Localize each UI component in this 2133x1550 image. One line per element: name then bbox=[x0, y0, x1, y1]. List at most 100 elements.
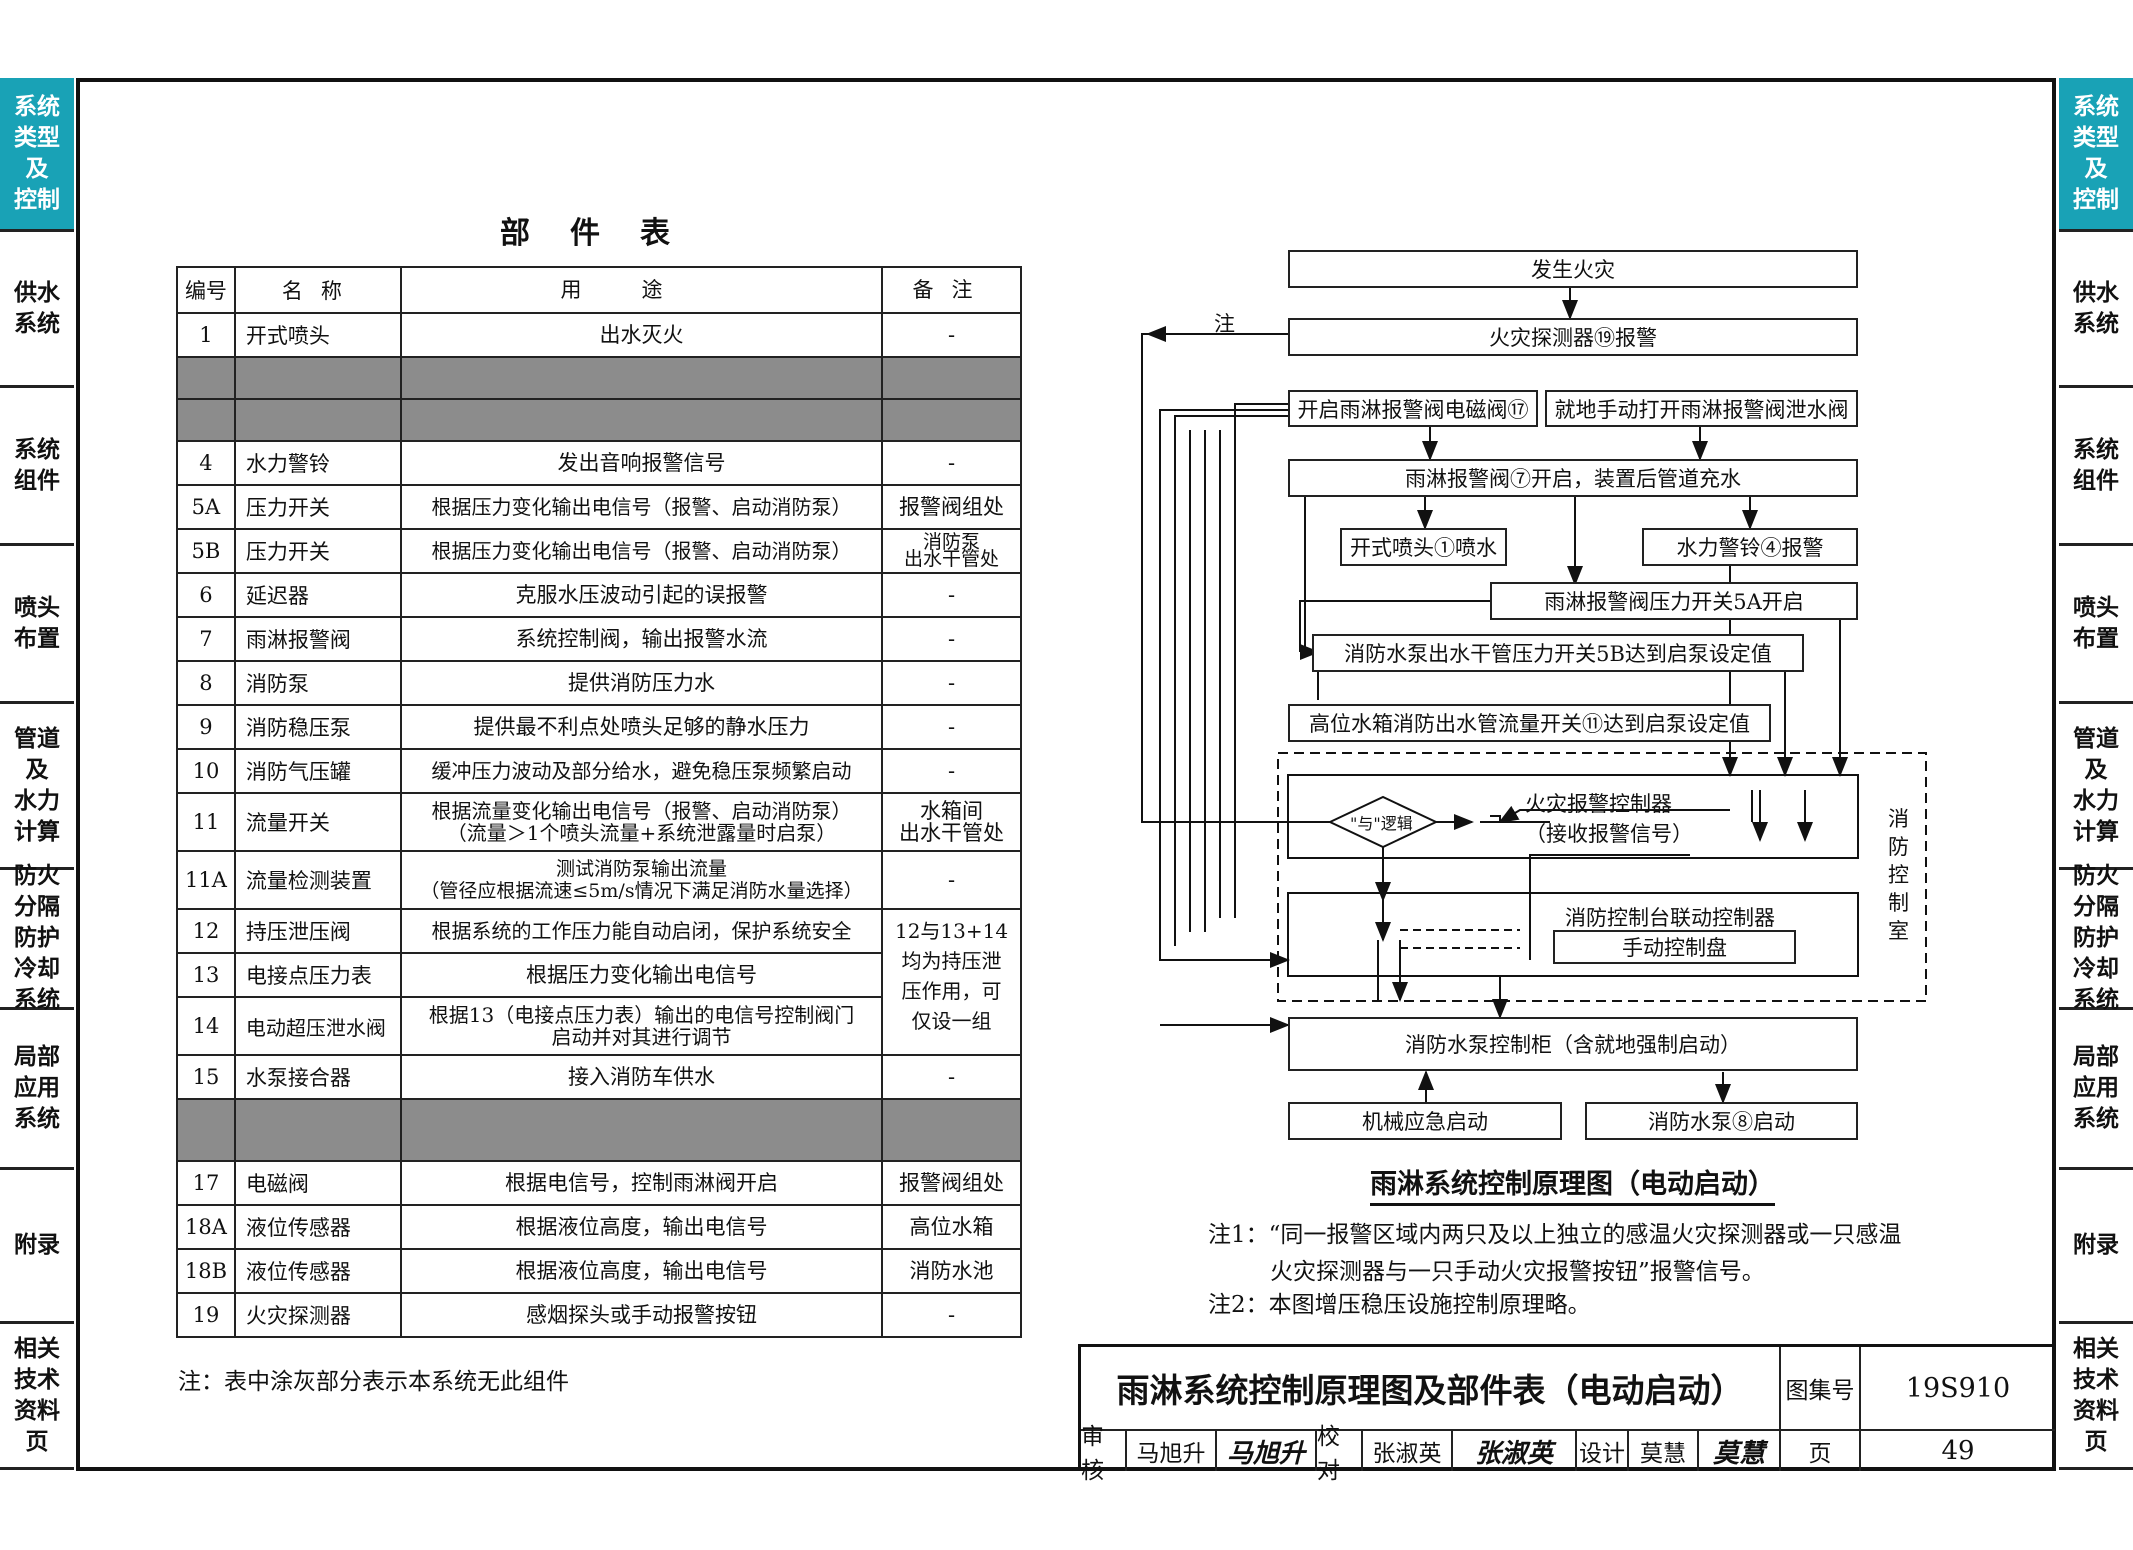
table-cell: 19 bbox=[176, 1292, 236, 1338]
tab-components[interactable]: 系统 组件 bbox=[2059, 388, 2133, 546]
table-cell bbox=[881, 1098, 1022, 1162]
table-cell: 18A bbox=[176, 1204, 236, 1250]
box-solenoid: 开启雨淋报警阀电磁阀⑰ bbox=[1288, 390, 1538, 427]
page-label: 页 bbox=[1781, 1431, 1861, 1471]
table-cell: 水泵接合器 bbox=[233, 1054, 402, 1100]
tab-fire-separation[interactable]: 防火 分隔 防护 冷却 系统 bbox=[0, 863, 74, 1013]
table-cell: - bbox=[881, 572, 1022, 618]
checker-name: 张淑英 bbox=[1363, 1431, 1453, 1471]
table-cell bbox=[399, 1098, 884, 1162]
table-cell: 液位传感器 bbox=[233, 1248, 402, 1294]
tab-appendix[interactable]: 附录 bbox=[0, 1170, 74, 1324]
tab-related-pages[interactable]: 相关 技术 资料 页 bbox=[0, 1324, 74, 1470]
table-cell: 液位传感器 bbox=[233, 1204, 402, 1250]
table-cell: 高位水箱 bbox=[881, 1204, 1022, 1250]
box-flow-switch-11: 高位水箱消防出水管流量开关⑪达到启泵设定值 bbox=[1288, 704, 1771, 742]
table-cell: 9 bbox=[176, 704, 236, 750]
tab-sprinkler-layout[interactable]: 喷头 布置 bbox=[0, 546, 74, 704]
tab-system-type[interactable]: 系统 类型 及 控制 bbox=[0, 78, 74, 232]
drawing-title: 雨淋系统控制原理图及部件表（电动启动） bbox=[1081, 1347, 1781, 1431]
box-pressure-switch-5a: 雨淋报警阀压力开关5A开启 bbox=[1490, 582, 1858, 620]
tab-components[interactable]: 系统 组件 bbox=[0, 388, 74, 546]
tab-related-pages[interactable]: 相关 技术 资料 页 bbox=[2059, 1324, 2133, 1470]
table-row-absent bbox=[176, 1098, 1022, 1162]
fire-alarm-controller-sub: （接收报警信号） bbox=[1525, 822, 1693, 846]
table-cell bbox=[881, 398, 1022, 442]
table-cell: 电磁阀 bbox=[233, 1160, 402, 1206]
table-cell: 13 bbox=[176, 952, 236, 998]
and-logic-label: "与"逻辑 bbox=[1350, 814, 1413, 833]
table-cell: 根据液位高度，输出电信号 bbox=[399, 1204, 884, 1250]
drawing-frame bbox=[76, 78, 2056, 1471]
table-cell: 测试消防泵输出流量 （管径应根据流速≤5m/s情况下满足消防水量选择） bbox=[399, 850, 884, 910]
table-cell: - bbox=[881, 312, 1022, 358]
tab-pipes-hydraulics[interactable]: 管道 及 水力 计算 bbox=[0, 704, 74, 870]
table-row-absent bbox=[176, 356, 1022, 400]
table-cell: 根据压力变化输出电信号（报警、启动消防泵） bbox=[399, 484, 884, 530]
table-cell bbox=[233, 356, 402, 400]
tab-system-type[interactable]: 系统 类型 及 控制 bbox=[2059, 78, 2133, 232]
table-cell bbox=[233, 1098, 402, 1162]
table-cell: 火灾探测器 bbox=[233, 1292, 402, 1338]
table-cell: 1 bbox=[176, 312, 236, 358]
tab-local-application[interactable]: 局部 应用 系统 bbox=[0, 1010, 74, 1170]
tab-fire-separation[interactable]: 防火 分隔 防护 冷却 系统 bbox=[2059, 863, 2133, 1013]
control-room-label: 消 防 控 制 室 bbox=[1888, 807, 1909, 943]
tab-local-application[interactable]: 局部 应用 系统 bbox=[2059, 1010, 2133, 1170]
box-pressure-switch-5b: 消防水泵出水干管压力开关5B达到启泵设定值 bbox=[1312, 634, 1804, 672]
diagram-note-1: 注1：“同一报警区域内两只及以上独立的感温火灾探测器或一只感温 bbox=[1208, 1222, 1902, 1248]
parts-table-title: 部件表 bbox=[500, 216, 710, 251]
table-cell: 18B bbox=[176, 1248, 236, 1294]
table-cell: 根据压力变化输出电信号（报警、启动消防泵） bbox=[399, 528, 884, 574]
table-note: 注：表中涂灰部分表示本系统无此组件 bbox=[178, 1369, 569, 1395]
tab-sprinkler-layout[interactable]: 喷头 布置 bbox=[2059, 546, 2133, 704]
table-cell: 根据液位高度，输出电信号 bbox=[399, 1248, 884, 1294]
tab-pipes-hydraulics[interactable]: 管道 及 水力 计算 bbox=[2059, 704, 2133, 870]
header-no: 编号 bbox=[176, 266, 236, 314]
table-cell: 10 bbox=[176, 748, 236, 794]
table-cell: 雨淋报警阀 bbox=[233, 616, 402, 662]
table-cell: 流量开关 bbox=[233, 792, 402, 852]
note-marker: 注 bbox=[1214, 312, 1235, 336]
table-cell: 报警阀组处 bbox=[881, 1160, 1022, 1206]
fire-alarm-controller-label: 火灾报警控制器 bbox=[1525, 792, 1672, 816]
atlas-label: 图集号 bbox=[1781, 1347, 1861, 1431]
design-label: 设计 bbox=[1577, 1431, 1629, 1471]
tab-appendix[interactable]: 附录 bbox=[2059, 1170, 2133, 1324]
table-cell: - bbox=[881, 616, 1022, 662]
table-cell: 水力警铃 bbox=[233, 440, 402, 486]
table-cell: 根据流量变化输出电信号（报警、启动消防泵） （流量＞1个喷头流量+系统泄露量时启… bbox=[399, 792, 884, 852]
box-mechanical-start: 机械应急启动 bbox=[1288, 1102, 1562, 1140]
box-pump-cabinet: 消防水泵控制柜（含就地强制启动） bbox=[1288, 1017, 1858, 1071]
tab-water-supply[interactable]: 供水 系统 bbox=[2059, 232, 2133, 388]
box-deluge-valve: 雨淋报警阀⑦开启，装置后管道充水 bbox=[1288, 459, 1858, 497]
tab-water-supply[interactable]: 供水 系统 bbox=[0, 232, 74, 388]
table-cell: 6 bbox=[176, 572, 236, 618]
table-cell: 消防稳压泵 bbox=[233, 704, 402, 750]
table-cell: 消防气压罐 bbox=[233, 748, 402, 794]
table-cell: 发出音响报警信号 bbox=[399, 440, 884, 486]
review-label: 审核 bbox=[1081, 1424, 1127, 1484]
atlas-number: 19S910 bbox=[1861, 1347, 2055, 1431]
table-cell: - bbox=[881, 704, 1022, 750]
table-cell: 提供最不利点处喷头足够的静水压力 bbox=[399, 704, 884, 750]
table-cell: 报警阀组处 bbox=[881, 484, 1022, 530]
table-cell: 系统控制阀，输出报警水流 bbox=[399, 616, 884, 662]
side-tabs-left: 系统 类型 及 控制 供水 系统 系统 组件 喷头 布置 管道 及 水力 计算 … bbox=[0, 78, 74, 1470]
table-cell bbox=[233, 398, 402, 442]
table-cell: 17 bbox=[176, 1160, 236, 1206]
